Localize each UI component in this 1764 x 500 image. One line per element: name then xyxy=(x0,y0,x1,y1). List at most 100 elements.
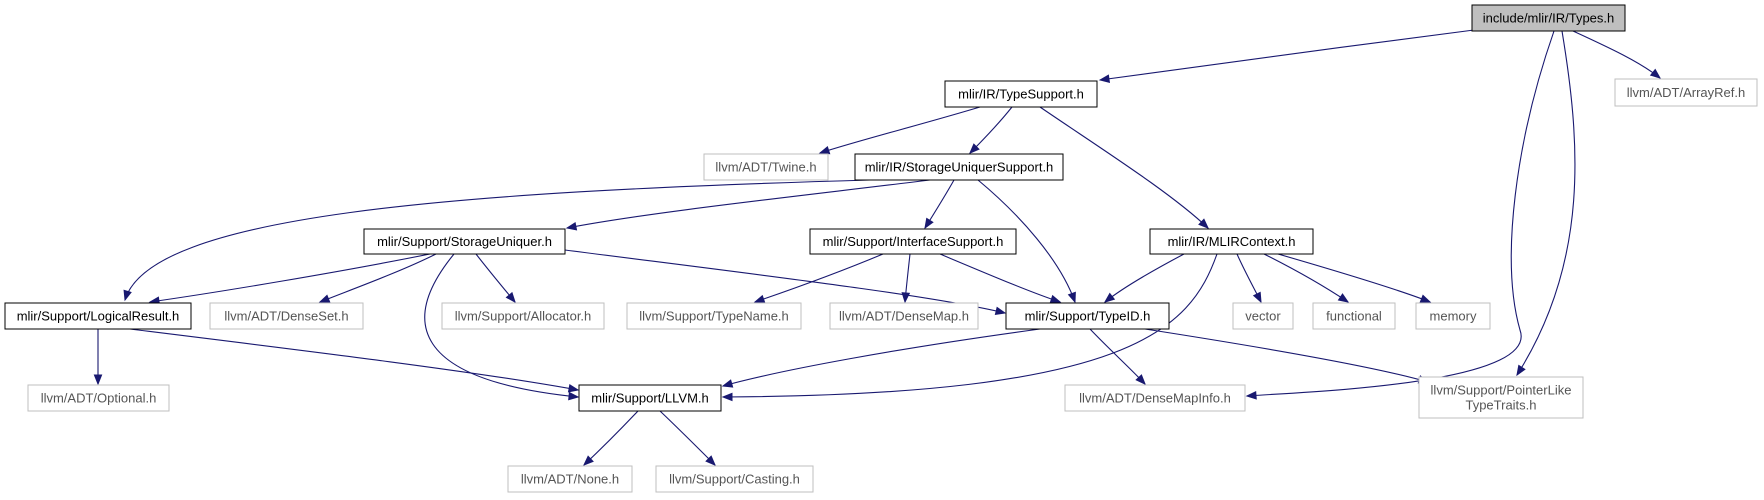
edge-interfacesupport-to-typename xyxy=(753,253,884,304)
node-label: llvm/ADT/ArrayRef.h xyxy=(1627,85,1745,100)
node-box xyxy=(655,465,814,493)
node-label: vector xyxy=(1245,309,1281,324)
node-denseset: llvm/ADT/DenseSet.h xyxy=(209,302,364,330)
node-label: mlir/Support/LLVM.h xyxy=(591,391,709,406)
edge-line xyxy=(1263,253,1349,303)
arrowhead-icon xyxy=(1245,390,1257,400)
node-interfacesupport[interactable]: mlir/Support/InterfaceSupport.h xyxy=(809,228,1017,255)
node-storageuniquersupport[interactable]: mlir/IR/StorageUniquerSupport.h xyxy=(854,153,1064,181)
node-label: llvm/Support/PointerLike xyxy=(1431,383,1572,398)
node-box xyxy=(507,465,633,493)
node-allocator: llvm/Support/Allocator.h xyxy=(441,302,605,330)
node-box xyxy=(1149,228,1314,255)
edge-interfacesupport-to-typeid xyxy=(939,253,1062,304)
node-box xyxy=(1614,78,1758,107)
node-optional: llvm/ADT/Optional.h xyxy=(27,384,170,412)
node-logicalresult[interactable]: mlir/Support/LogicalResult.h xyxy=(4,302,192,330)
edge-mlircontext-to-memory xyxy=(1277,253,1432,303)
node-densemapinfo: llvm/ADT/DenseMapInfo.h xyxy=(1064,384,1246,412)
node-label: llvm/ADT/DenseMap.h xyxy=(839,309,969,324)
edge-types-to-typesupport xyxy=(1098,29,1475,83)
arrowhead-icon xyxy=(994,306,1007,316)
node-box xyxy=(1312,302,1396,330)
edge-line xyxy=(977,179,1076,303)
node-memory: memory xyxy=(1415,302,1491,330)
arrowhead-icon xyxy=(93,374,103,386)
node-typename: llvm/Support/TypeName.h xyxy=(626,302,802,330)
edge-storageuniquersupport-to-storageuniquer xyxy=(565,179,931,231)
node-vector: vector xyxy=(1232,302,1294,330)
edge-mlircontext-to-typeid xyxy=(1103,253,1185,303)
node-box xyxy=(1005,302,1170,330)
edge-types-to-arrayref xyxy=(1572,30,1662,79)
node-label: mlir/IR/StorageUniquerSupport.h xyxy=(865,160,1054,175)
node-densemap: llvm/ADT/DenseMap.h xyxy=(829,302,979,330)
edge-line xyxy=(583,410,639,466)
edge-line xyxy=(129,328,579,391)
node-llvm[interactable]: mlir/Support/LLVM.h xyxy=(578,384,722,412)
node-twine: llvm/ADT/Twine.h xyxy=(703,153,829,181)
edge-mlircontext-to-vector xyxy=(1236,253,1262,304)
edge-line xyxy=(1144,328,1429,383)
node-label: llvm/ADT/Twine.h xyxy=(715,160,816,175)
edge-line xyxy=(659,410,716,466)
arrowhead-icon xyxy=(818,145,831,155)
edge-storageuniquer-to-denseset xyxy=(318,253,437,303)
arrowhead-icon xyxy=(705,455,716,466)
node-storageuniquer[interactable]: mlir/Support/StorageUniquer.h xyxy=(363,228,566,255)
arrowhead-icon xyxy=(1049,294,1062,304)
edge-line xyxy=(722,253,1218,398)
edge-types-to-densemapinfo xyxy=(1245,30,1555,400)
arrowhead-icon xyxy=(1649,68,1662,79)
node-box xyxy=(626,302,802,330)
edge-llvm-to-none xyxy=(583,410,639,466)
arrowhead-icon xyxy=(567,384,580,393)
node-label: mlir/Support/InterfaceSupport.h xyxy=(823,234,1004,249)
arrowhead-icon xyxy=(721,392,733,402)
edge-mlircontext-to-llvm xyxy=(721,253,1218,402)
node-label: llvm/Support/Allocator.h xyxy=(455,309,592,324)
edge-logicalresult-to-llvm xyxy=(129,328,580,393)
node-label: llvm/Support/TypeName.h xyxy=(639,309,789,324)
node-arrayref: llvm/ADT/ArrayRef.h xyxy=(1614,78,1758,107)
dependency-edges xyxy=(93,29,1662,466)
node-box xyxy=(703,153,829,181)
edge-typeid-to-densemapinfo xyxy=(1089,328,1146,385)
arrowhead-icon xyxy=(505,291,516,304)
edge-types-to-pointerlike xyxy=(1516,30,1576,377)
node-box xyxy=(27,384,170,412)
node-label: llvm/ADT/DenseSet.h xyxy=(224,309,348,324)
edge-typesupport-to-mlircontext xyxy=(1039,106,1209,229)
node-label: mlir/Support/TypeID.h xyxy=(1025,309,1151,324)
arrowhead-icon xyxy=(318,294,331,303)
edge-logicalresult-to-optional xyxy=(93,329,103,386)
node-box xyxy=(441,302,605,330)
node-box xyxy=(4,302,192,330)
node-typesupport[interactable]: mlir/IR/TypeSupport.h xyxy=(944,80,1098,108)
node-label: mlir/IR/TypeSupport.h xyxy=(958,87,1084,102)
node-label: llvm/ADT/None.h xyxy=(521,472,619,487)
edge-line xyxy=(124,179,871,301)
arrowhead-icon xyxy=(1516,364,1526,377)
edge-line xyxy=(1572,30,1661,79)
node-box xyxy=(1064,384,1246,412)
edge-typesupport-to-storageuniquersupport xyxy=(969,106,1013,154)
node-typeid[interactable]: mlir/Support/TypeID.h xyxy=(1005,302,1170,330)
node-mlircontext[interactable]: mlir/IR/MLIRContext.h xyxy=(1149,228,1314,255)
node-label: mlir/Support/StorageUniquer.h xyxy=(377,234,552,249)
edge-storageuniquersupport-to-interfacesupport xyxy=(924,179,955,230)
edge-storageuniquer-to-llvm xyxy=(424,253,580,401)
header-nodes: include/mlir/IR/Types.hmlir/IR/TypeSuppo… xyxy=(4,4,1758,493)
edge-storageuniquer-to-allocator xyxy=(475,253,516,304)
node-box xyxy=(363,228,566,255)
edge-line xyxy=(939,253,1061,303)
edge-line xyxy=(319,253,437,303)
node-label: llvm/ADT/Optional.h xyxy=(41,391,157,406)
edge-line xyxy=(1039,106,1209,229)
node-box xyxy=(829,302,979,330)
arrowhead-icon xyxy=(1103,292,1116,303)
edge-mlircontext-to-functional xyxy=(1263,253,1350,303)
arrowhead-icon xyxy=(583,455,594,466)
edge-line xyxy=(1089,328,1146,385)
